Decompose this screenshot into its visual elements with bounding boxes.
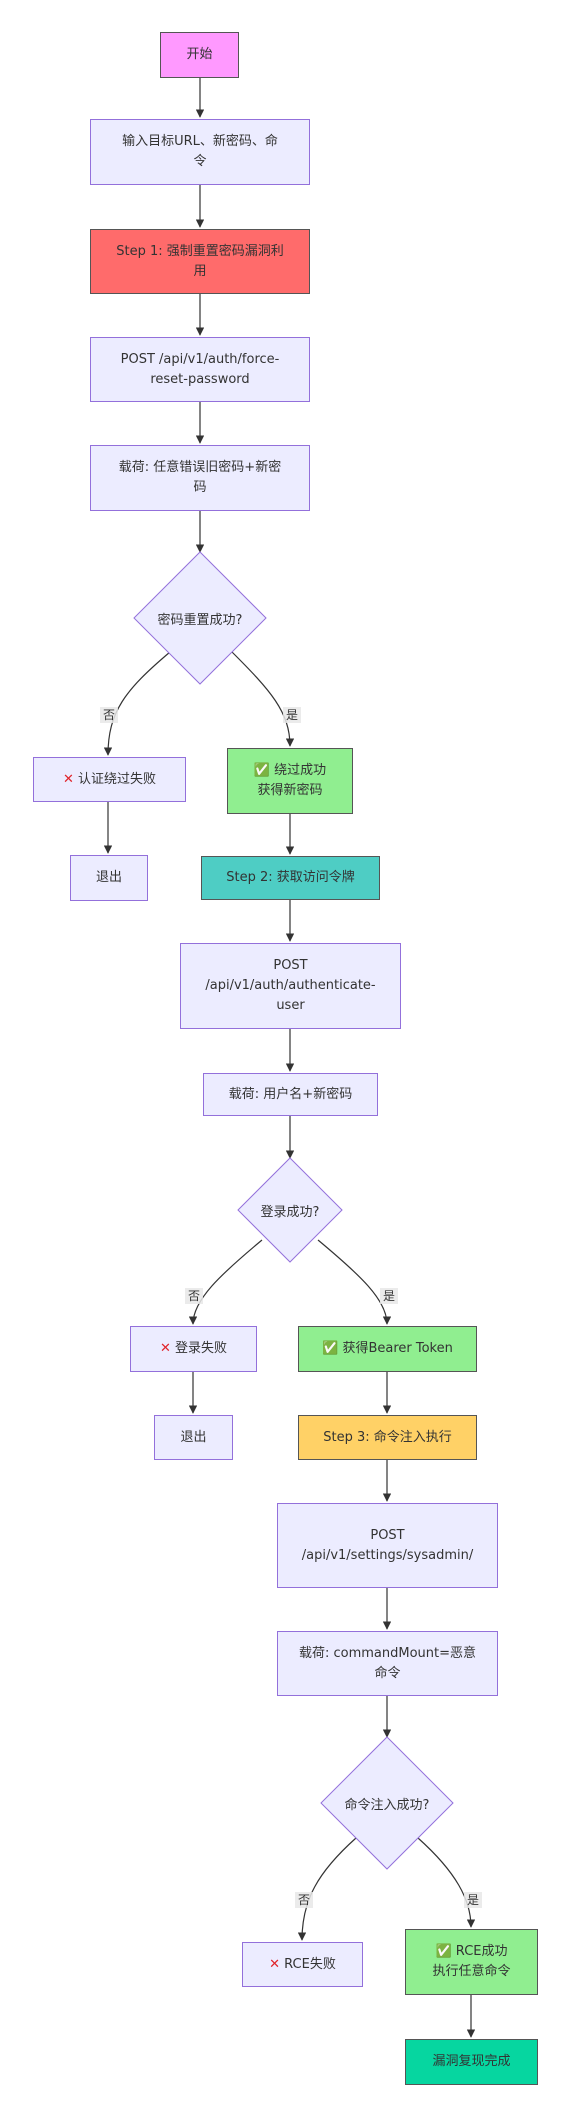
edge-label-yes-1: 是 — [283, 707, 302, 723]
cross-mark-icon: ✕ — [62, 771, 74, 787]
decision2-shape — [237, 1157, 343, 1263]
edge-label-yes-2: 是 — [380, 1288, 399, 1304]
node-step1: Step 1: 强制重置密码漏洞利 用 — [90, 229, 310, 294]
edge-decision2-fail2 — [188, 1239, 263, 1325]
node-exit2: 退出 — [154, 1415, 233, 1460]
node-ok3: ✅ RCE成功 执行任意命令 — [405, 1929, 538, 1995]
node-fail3: ✕ RCE失败 — [242, 1942, 363, 1987]
edge-decision3-ok3 — [417, 1837, 476, 1928]
edge-label-yes-3: 是 — [464, 1892, 483, 1908]
edge-decision1-ok1 — [231, 651, 295, 747]
decision3-label: 命令注入成功? — [344, 1797, 430, 1813]
node-payload3: 载荷: commandMount=恶意 命令 — [277, 1631, 498, 1696]
decision1-shape — [133, 551, 267, 685]
edge-decision2-ok2 — [317, 1239, 392, 1325]
edge-label-no-2: 否 — [185, 1288, 204, 1304]
node-ok1: ✅ 绕过成功 获得新密码 — [227, 748, 353, 814]
edge-decision3-fail3 — [297, 1837, 357, 1941]
node-payload2: 载荷: 用户名+新密码 — [203, 1073, 378, 1116]
fail3-label: RCE失败 — [284, 1956, 336, 1972]
node-input: 输入目标URL、新密码、命 令 — [90, 119, 310, 185]
node-exit1: 退出 — [70, 855, 148, 901]
node-step3: Step 3: 命令注入执行 — [298, 1415, 477, 1460]
decision2-label: 登录成功? — [260, 1204, 320, 1220]
node-post2: POST /api/v1/auth/authenticate- user — [180, 943, 401, 1029]
cross-mark-icon: ✕ — [269, 1956, 281, 1972]
node-payload1: 载荷: 任意错误旧密码+新密 码 — [90, 445, 310, 511]
node-ok2: ✅ 获得Bearer Token — [298, 1326, 477, 1372]
decision1-label: 密码重置成功? — [157, 612, 243, 628]
node-fail2: ✕ 登录失败 — [130, 1326, 257, 1372]
node-decision2: 登录成功? — [238, 1158, 342, 1262]
node-step2: Step 2: 获取访问令牌 — [201, 856, 380, 900]
node-done: 漏洞复现完成 — [405, 2039, 538, 2085]
cross-mark-icon: ✕ — [159, 1341, 171, 1356]
node-decision1: 密码重置成功? — [134, 552, 266, 684]
decision3-shape — [320, 1736, 454, 1870]
node-post3: POST /api/v1/settings/sysadmin/ — [277, 1503, 498, 1588]
node-post1: POST /api/v1/auth/force- reset-password — [90, 337, 310, 402]
edge-label-no-3: 否 — [295, 1892, 314, 1908]
node-fail1: ✕ 认证绕过失败 — [33, 757, 186, 802]
edge-decision1-fail1 — [103, 651, 171, 756]
node-decision3: 命令注入成功? — [321, 1737, 453, 1869]
edge-label-no-1: 否 — [100, 707, 119, 723]
fail1-label: 认证绕过失败 — [78, 771, 157, 787]
node-start: 开始 — [160, 32, 239, 78]
fail2-label: 登录失败 — [175, 1341, 228, 1356]
